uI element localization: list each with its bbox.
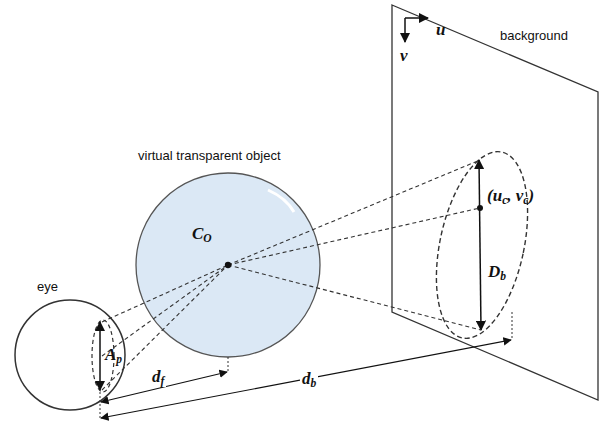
- background-plane: [392, 5, 598, 400]
- center-label: CO: [192, 225, 212, 244]
- db-distance-arrow: [101, 340, 511, 418]
- blur-ellipse: [421, 143, 543, 346]
- axis-label: v: [400, 47, 408, 66]
- eye-node: eyeAp: [15, 300, 125, 410]
- ap-arrow: [99, 322, 101, 390]
- aperture-label: Ap: [105, 346, 122, 365]
- dim-tick: [228, 357, 229, 372]
- rays: [102, 160, 481, 390]
- axis-label: u: [436, 21, 445, 40]
- eye-circle: [15, 300, 125, 410]
- db-arrow: [479, 160, 481, 330]
- u-axis: [405, 17, 428, 19]
- v-axis: [404, 18, 406, 42]
- center-dot: [225, 262, 231, 268]
- diameter-label: Db: [488, 263, 506, 282]
- background-node: background u v (uc, vc) Db: [392, 5, 598, 400]
- coordinate-label: (uc, vc): [487, 187, 534, 206]
- highlight: [268, 190, 294, 212]
- node-heading: virtual transparent object: [138, 149, 281, 163]
- distance-label: db: [300, 370, 318, 389]
- center-dot: [477, 205, 483, 211]
- node-heading: background: [500, 29, 568, 43]
- distance-label: df: [150, 368, 166, 387]
- dim-tick: [512, 312, 513, 340]
- node-heading: eye: [37, 280, 58, 294]
- object-node: virtual transparent objectCO: [136, 173, 320, 357]
- dim-tick: [100, 392, 101, 420]
